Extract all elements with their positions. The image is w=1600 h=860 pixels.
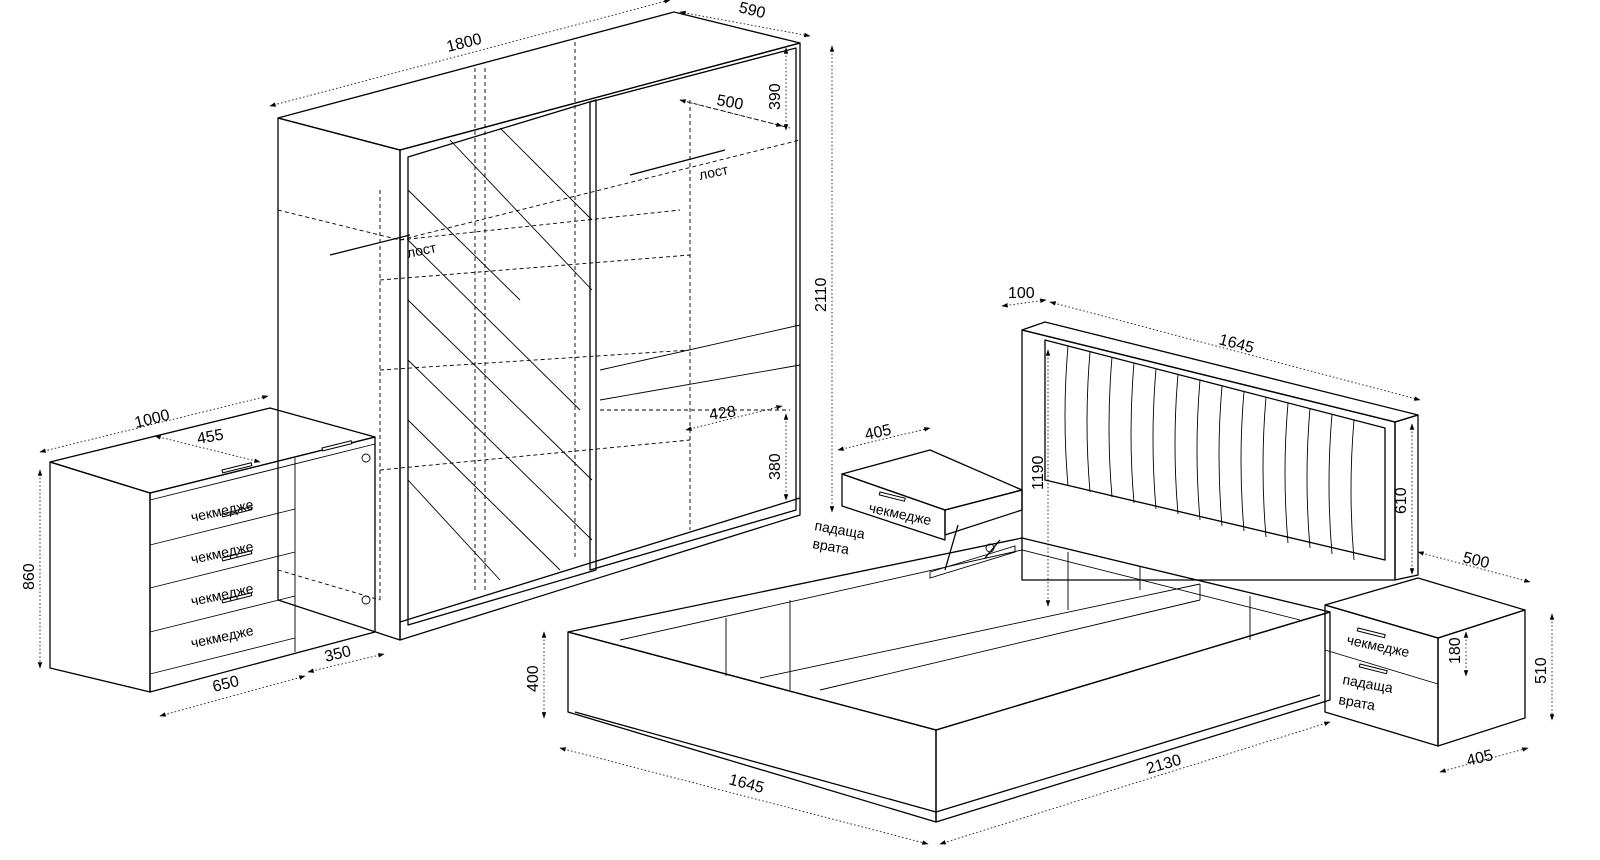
svg-text:390: 390: [767, 83, 784, 110]
svg-text:860: 860: [21, 563, 38, 590]
svg-text:1190: 1190: [1030, 455, 1047, 490]
nightstand-right-dim-width: 405: [1439, 747, 1529, 773]
dresser-dim-drawer-width: 650: [159, 673, 306, 717]
nightstand-right-handle-1: [1356, 627, 1386, 639]
svg-text:500: 500: [1461, 549, 1491, 572]
wardrobe-plinth: [399, 497, 801, 623]
wardrobe: лост лост 1800 590 2110 390 500 428: [269, 0, 835, 641]
nightstand-left-handle: [878, 491, 906, 502]
nightstand-left: чекмедже падаща врата 405: [811, 422, 1023, 557]
dresser-drawer-label-4: чекмедже: [189, 622, 255, 651]
svg-text:180: 180: [1447, 637, 1464, 664]
bed-dim-frame-length: 2130: [939, 721, 1331, 845]
svg-text:510: 510: [1533, 657, 1550, 684]
nightstand-right-door-label-2: врата: [1337, 691, 1376, 713]
svg-text:1800: 1800: [445, 31, 484, 56]
svg-text:610: 610: [1393, 487, 1410, 514]
svg-text:428: 428: [708, 403, 737, 424]
nightstand-left-drawer-label: чекмедже: [867, 499, 933, 528]
bed: 100 1645 1190 610 400 1645 2130: [525, 285, 1421, 845]
wardrobe-rod-right: [629, 149, 726, 176]
wardrobe-front: [399, 42, 801, 641]
headboard-tufting: [1064, 345, 1355, 561]
wardrobe-dim-lower-shelf: 380: [767, 413, 789, 501]
wardrobe-door-glass: [407, 127, 593, 581]
nightstand-left-door-label-2: врата: [811, 535, 850, 557]
nightstand-left-dim-width: 405: [837, 422, 931, 451]
dresser: чекмедже чекмедже чекмедже чекмедже 1000…: [21, 395, 385, 717]
svg-text:405: 405: [863, 422, 893, 444]
wardrobe-dim-lower-depth: 428: [685, 403, 783, 431]
nightstand-left-top: [841, 449, 1023, 511]
bed-dim-headboard-height: 1190: [1030, 349, 1051, 607]
bed-plinth: [574, 694, 1321, 813]
wardrobe-door-right: [589, 47, 797, 571]
dresser-drawer-label-2: чекмедже: [189, 538, 255, 567]
svg-text:650: 650: [211, 673, 241, 696]
wardrobe-dim-top-shelf: 390: [767, 47, 789, 131]
dresser-dim-width: 1000: [39, 395, 269, 453]
bed-storage: [619, 549, 1301, 691]
nightstand-right: чекмедже падаща врата 500 510 180 405: [1324, 549, 1555, 773]
dresser-side: [49, 461, 151, 693]
dresser-front: [149, 436, 376, 693]
bed-dim-frame-height: 400: [525, 631, 547, 719]
dresser-handles: [221, 440, 371, 605]
headboard-front: [1021, 329, 1396, 581]
wardrobe-dim-depth: 590: [679, 0, 811, 38]
nightstand-right-front: [1324, 604, 1439, 747]
nightstand-right-dim-depth: 500: [1417, 549, 1531, 583]
nightstand-right-dim-height: 510: [1533, 613, 1555, 721]
bed-dim-headboard-depth: 100: [1001, 285, 1047, 308]
svg-text:400: 400: [525, 665, 542, 692]
svg-text:455: 455: [196, 427, 225, 448]
svg-text:405: 405: [1465, 747, 1495, 770]
lift-mechanism: [929, 524, 1016, 579]
wardrobe-rod-label-left: лост: [405, 239, 438, 261]
svg-text:1000: 1000: [133, 407, 172, 432]
svg-text:2110: 2110: [813, 277, 830, 312]
svg-text:100: 100: [1008, 285, 1035, 302]
nightstand-right-drawer-line: [1324, 649, 1439, 685]
wardrobe-rod-label-right: лост: [697, 161, 730, 183]
wardrobe-top: [277, 11, 801, 151]
dresser-dim-height: 860: [21, 469, 43, 669]
bed-dim-panel-height: 610: [1393, 423, 1415, 575]
wardrobe-rod-left: [329, 234, 411, 256]
svg-text:500: 500: [715, 92, 744, 113]
nightstand-right-side: [1437, 609, 1526, 747]
nightstand-left-side: [944, 489, 1023, 536]
dresser-drawer-label-1: чекмедже: [189, 496, 255, 525]
dresser-drawer-label-3: чекмедже: [189, 580, 255, 609]
wardrobe-dim-width: 1800: [269, 0, 671, 107]
dresser-dim-door-width: 350: [307, 643, 385, 673]
wardrobe-dim-inner-depth: 500: [679, 92, 783, 127]
headboard-panel: [1044, 339, 1386, 561]
wardrobe-left-side: [277, 117, 401, 641]
svg-text:1645: 1645: [1217, 331, 1256, 357]
svg-text:590: 590: [737, 0, 767, 22]
bed-dim-frame-width: 1645: [559, 747, 929, 845]
nightstand-right-dim-drawer-height: 180: [1447, 631, 1469, 677]
nightstand-left-front: [841, 473, 946, 541]
wardrobe-dim-height: 2110: [813, 45, 835, 513]
wardrobe-interior: [277, 42, 801, 601]
nightstand-right-top: [1324, 577, 1526, 639]
wardrobe-door-left: [407, 99, 597, 626]
bed-frame-side: [935, 611, 1331, 823]
dresser-dim-inner-width: 455: [154, 427, 261, 463]
nightstand-right-handle-2: [1358, 663, 1388, 675]
svg-text:350: 350: [323, 643, 353, 666]
svg-text:380: 380: [767, 453, 784, 480]
